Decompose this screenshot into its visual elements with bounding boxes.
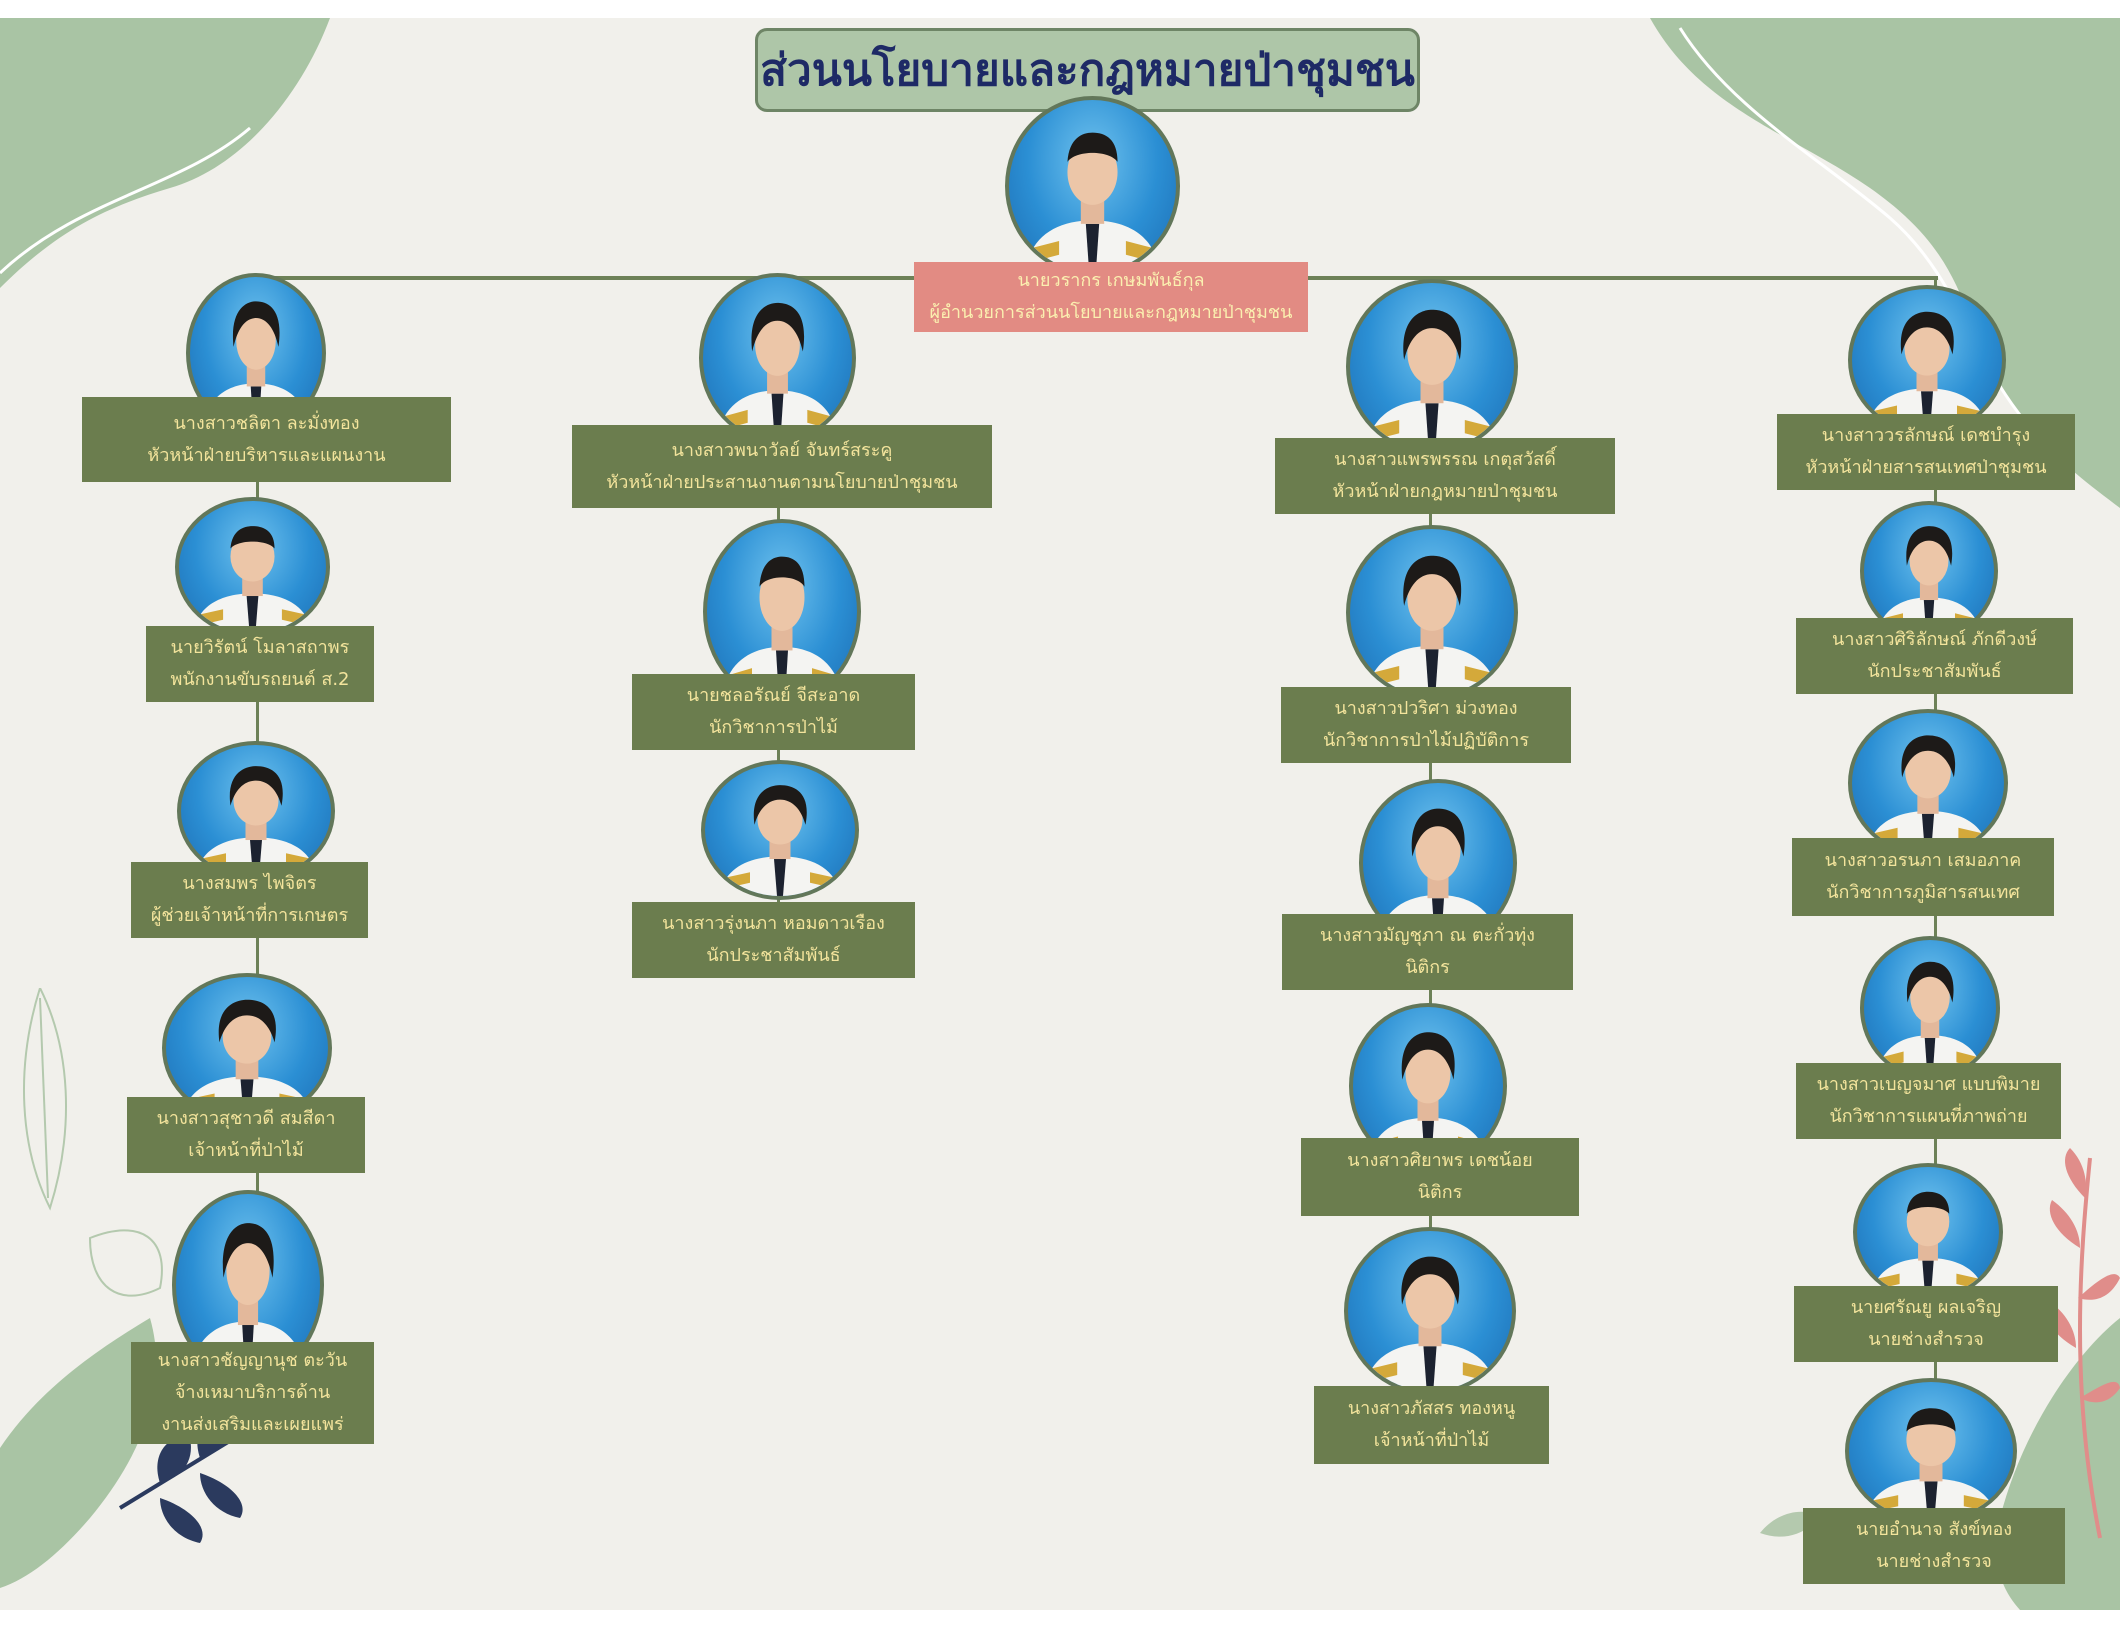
- member-card: นายชลอรัณย์ จีสะอาดนักวิชาการป่าไม้: [632, 674, 915, 750]
- person-silhouette-icon: [1366, 309, 1498, 450]
- person-position: นักวิชาการภูมิสารสนเทศ: [1826, 882, 2020, 903]
- member-photo: [1860, 936, 2000, 1080]
- person-silhouette-icon: [1867, 311, 1987, 431]
- director-photo: [1005, 96, 1180, 276]
- page-title: ส่วนนโยบายและกฎหมายป่าชุมชน: [760, 45, 1415, 96]
- member-photo: [175, 497, 330, 637]
- connector-column-4: [1934, 276, 1937, 1566]
- person-name: นางสาวศิยาพร เดชน้อย: [1347, 1150, 1533, 1171]
- person-position: หัวหน้าฝ่ายบริหารและแผนงาน: [147, 444, 386, 466]
- person-position: หัวหน้าฝ่ายประสานงานตามนโยบายป่าชุมชน: [606, 471, 958, 493]
- person-name: นางสาวเบญจมาศ แบบพิมาย: [1816, 1074, 2041, 1095]
- member-card: นางสาวมัญชุภา ณ ตะกั่วทุ่งนิติกร: [1282, 914, 1573, 990]
- person-name: นางสาวสุชาวดี สมสีดา: [156, 1108, 336, 1129]
- person-silhouette-icon: [1364, 1256, 1496, 1391]
- member-card: นางสาวศิริลักษณ์ ภักดีวงษ์นักประชาสัมพัน…: [1796, 618, 2073, 694]
- person-name: นางสาวแพรพรรณ เกตุสวัสดิ์: [1334, 449, 1556, 470]
- member-card: นางสาวเบญจมาศ แบบพิมายนักวิชาการแผนที่ภา…: [1796, 1063, 2061, 1139]
- person-position-line: งานส่งเสริมและเผยแพร่: [161, 1414, 344, 1435]
- person-name: นายวรากร เกษมพันธ์กุล: [1017, 270, 1205, 291]
- member-card: นางสาวแพรพรรณ เกตุสวัสดิ์หัวหน้าฝ่ายกฎหม…: [1275, 438, 1615, 514]
- person-name: นางสาววรลักษณ์ เดชบำรุง: [1821, 425, 2031, 446]
- member-photo: [1848, 285, 2006, 435]
- person-position: นักวิชาการป่าไม้: [709, 717, 838, 738]
- member-photo: [1845, 1378, 2017, 1524]
- person-silhouette-icon: [1877, 961, 1983, 1076]
- member-card: นางสาววรลักษณ์ เดชบำรุงหัวหน้าฝ่ายสารสนเ…: [1777, 414, 2075, 490]
- person-silhouette-icon: [1366, 555, 1498, 696]
- person-position: นิติกร: [1405, 957, 1450, 978]
- member-card: นางสาวรุ่งนภา หอมดาวเรืองนักประชาสัมพันธ…: [632, 902, 915, 978]
- person-name: นางสาวชัญญานุช ตะวัน: [157, 1350, 348, 1371]
- member-photo: [177, 741, 335, 881]
- person-name: นางสาวปวริศา ม่วงทอง: [1334, 698, 1518, 719]
- person-silhouette-icon: [717, 302, 838, 439]
- member-photo: [1344, 1227, 1516, 1395]
- member-photo: [1848, 709, 2008, 857]
- member-card: นางสาวชัญญานุช ตะวันจ้างเหมาบริการด้านงา…: [131, 1342, 374, 1444]
- person-position-line: จ้างเหมาบริการด้าน: [174, 1382, 331, 1403]
- person-name: นางสาวศิริลักษณ์ ภักดีวงษ์: [1832, 629, 2037, 650]
- person-silhouette-icon: [1871, 1191, 1985, 1297]
- person-name: นางสาวมัญชุภา ณ ตะกั่วทุ่ง: [1320, 925, 1535, 946]
- person-position: ผู้อำนวยการส่วนนโยบายและกฎหมายป่าชุมชน: [929, 302, 1293, 323]
- member-card: นางสาวสุชาวดี สมสีดาเจ้าหน้าที่ป่าไม้: [127, 1097, 365, 1173]
- member-card: นางสาวปวริศา ม่วงทองนักวิชาการป่าไม้ปฏิบ…: [1281, 687, 1571, 763]
- person-position: เจ้าหน้าที่ป่าไม้: [188, 1140, 304, 1161]
- member-card: นางสาวภัสสร ทองหนูเจ้าหน้าที่ป่าไม้: [1314, 1386, 1549, 1464]
- person-name: นายอำนาจ สังข์ทอง: [1855, 1519, 2013, 1540]
- person-name: นางสาวรุ่งนภา หอมดาวเรือง: [662, 913, 885, 934]
- member-photo: [699, 273, 856, 443]
- person-position: หัวหน้าฝ่ายสารสนเทศป่าชุมชน: [1805, 457, 2047, 478]
- person-position: นิติกร: [1417, 1182, 1463, 1203]
- person-silhouette-icon: [1865, 1408, 1997, 1520]
- person-position: นายช่างสำรวจ: [1868, 1329, 1984, 1350]
- person-silhouette-icon: [193, 526, 312, 633]
- member-card: นางสาวพนาวัลย์ จันทร์สระคูหัวหน้าฝ่ายประ…: [572, 425, 992, 508]
- director-card: นายวรากร เกษมพันธ์กุลผู้อำนวยการส่วนนโยบ…: [914, 262, 1308, 332]
- person-position: หัวหน้าฝ่ายกฎหมายป่าชุมชน: [1332, 481, 1558, 502]
- person-position: นักวิชาการป่าไม้ปฏิบัติการ: [1322, 730, 1530, 751]
- person-position: นักวิชาการแผนที่ภาพถ่าย: [1829, 1106, 2028, 1127]
- person-name: นางสาวภัสสร ทองหนู: [1347, 1398, 1516, 1419]
- decorative-leaf-top-left: [0, 18, 330, 288]
- person-position: นายช่างสำรวจ: [1876, 1551, 1992, 1572]
- person-silhouette-icon: [1025, 132, 1160, 272]
- person-silhouette-icon: [196, 766, 316, 877]
- person-name: นางสมพร ไพจิตร: [182, 873, 317, 894]
- person-position: พนักงานขับรถยนต์ ส.2: [170, 669, 350, 690]
- person-silhouette-icon: [1867, 735, 1989, 853]
- person-position: นักประชาสัมพันธ์: [706, 945, 841, 966]
- org-chart-canvas: ส่วนนโยบายและกฎหมายป่าชุมชน นายวรากร เกษ…: [0, 18, 2120, 1610]
- member-photo: [1853, 1163, 2003, 1301]
- person-name: นายชลอรัณย์ จีสะอาด: [686, 685, 861, 706]
- member-photo: [703, 519, 861, 704]
- member-photo: [701, 760, 859, 900]
- person-position: ผู้ช่วยเจ้าหน้าที่การเกษตร: [150, 905, 349, 926]
- member-card: นายอำนาจ สังข์ทองนายช่างสำรวจ: [1803, 1508, 2065, 1584]
- person-position: นักประชาสัมพันธ์: [1867, 661, 2002, 682]
- member-card: นางสาวอรนภา เสมอภาคนักวิชาการภูมิสารสนเท…: [1792, 838, 2054, 916]
- person-position: เจ้าหน้าที่ป่าไม้: [1373, 1430, 1490, 1451]
- person-name: นายวิรัตน์ โมลาสถาพร: [170, 637, 350, 658]
- person-name: นางสาวอรนภา เสมอภาค: [1824, 850, 2022, 871]
- person-name: นางสาวพนาวัลย์ จันทร์สระคู: [671, 439, 893, 461]
- member-card: นางสมพร ไพจิตรผู้ช่วยเจ้าหน้าที่การเกษตร: [131, 862, 368, 938]
- member-photo: [1346, 279, 1518, 454]
- member-card: นางสาวศิยาพร เดชน้อยนิติกร: [1301, 1138, 1579, 1216]
- member-photo: [1346, 525, 1518, 700]
- person-silhouette-icon: [720, 785, 840, 896]
- member-card: นางสาวชลิตา ละมั่งทองหัวหน้าฝ่ายบริหารแล…: [82, 397, 451, 482]
- member-card: นายวิรัตน์ โมลาสถาพรพนักงานขับรถยนต์ ส.2: [146, 626, 374, 702]
- person-name: นางสาวชลิตา ละมั่งทอง: [173, 412, 360, 434]
- member-card: นายศรัณยู ผลเจริญนายช่างสำรวจ: [1794, 1286, 2058, 1362]
- person-name: นายศรัณยู ผลเจริญ: [1850, 1297, 2002, 1318]
